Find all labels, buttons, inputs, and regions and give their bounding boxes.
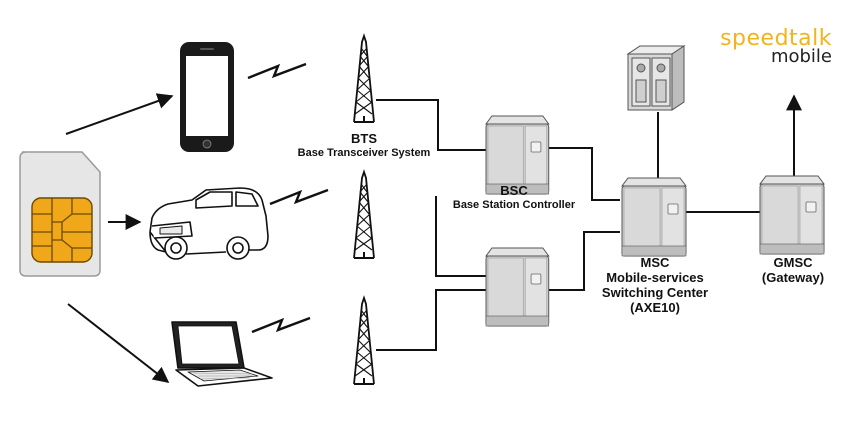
gmsc-line1: GMSC (773, 255, 813, 270)
smartphone-icon (180, 42, 234, 152)
bsc-subtitle: Base Station Controller (452, 198, 576, 211)
bts-subtitle: Base Transceiver System (297, 146, 431, 159)
msc-label: MSC Mobile-services Switching Center (AX… (600, 255, 710, 316)
sim-card-icon (19, 151, 101, 277)
sim-arrows (65, 93, 174, 383)
logo-word-speedtalk: speedtalk (720, 26, 832, 51)
bsc-label: BSC Base Station Controller (444, 183, 584, 212)
database-server-icon (626, 45, 686, 111)
bsc-title: BSC (500, 183, 528, 198)
bsc-unit-icon (485, 115, 550, 327)
bts-title: BTS (351, 131, 377, 146)
bts-label: BTS Base Transceiver System (288, 131, 440, 160)
msc-line4: (AXE10) (630, 299, 680, 315)
network-links (376, 94, 802, 351)
msc-line1: MSC (640, 255, 670, 270)
car-icon (149, 187, 269, 260)
gmsc-line2: (Gateway) (761, 269, 825, 285)
msc-line2: Mobile-services (606, 269, 704, 285)
logo-word-mobile: mobile (770, 46, 832, 67)
bts-tower-icon (351, 35, 377, 385)
msc-unit-icon (621, 177, 687, 257)
gmsc-unit-icon (759, 175, 825, 255)
gmsc-label: GMSC (Gateway) (750, 255, 836, 286)
speedtalk-logo: speedtalk mobile (706, 28, 832, 66)
laptop-icon (171, 321, 273, 387)
msc-line3: Switching Center (601, 284, 709, 300)
